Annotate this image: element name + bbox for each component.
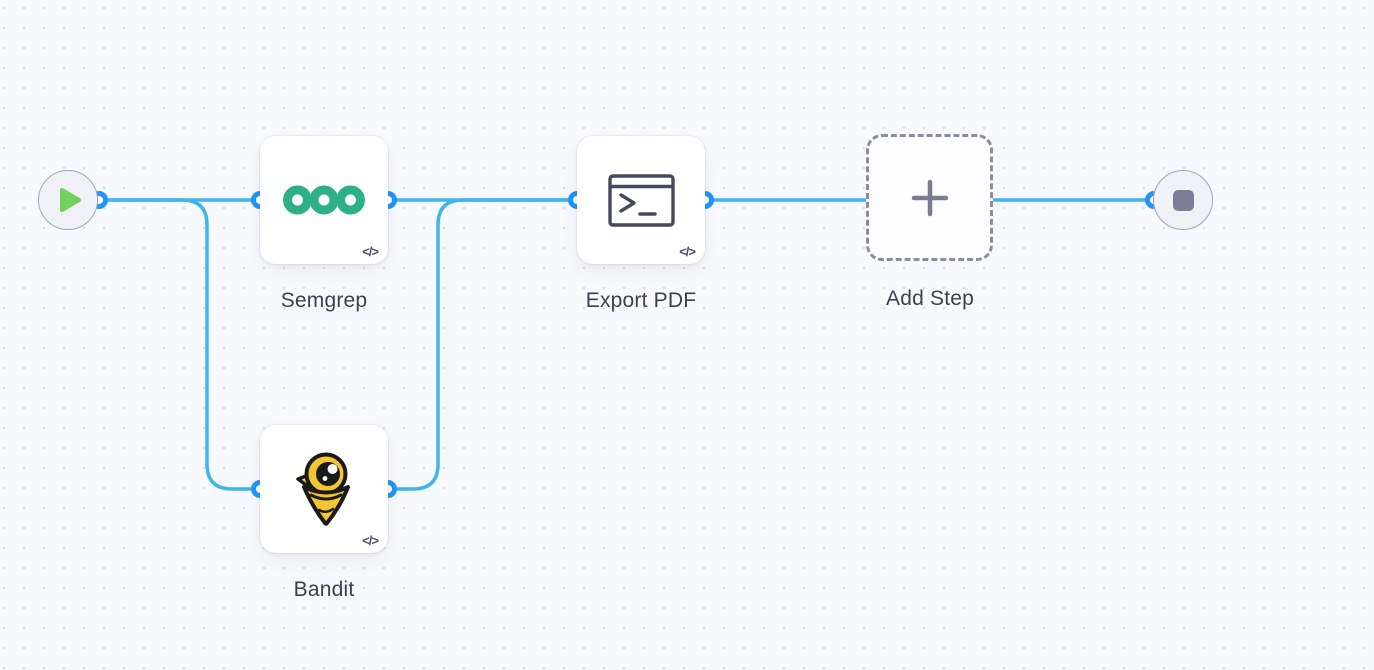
node-label-semgrep: Semgrep [280, 289, 368, 312]
end-node[interactable] [1153, 170, 1213, 230]
edge-bandit-export-pdf[interactable] [386, 198, 579, 491]
bandit-logo-icon [296, 452, 350, 526]
node-label-export-pdf: Export PDF [585, 289, 697, 312]
plus-icon [911, 179, 948, 216]
start-node[interactable] [38, 170, 98, 230]
code-step-badge: </> [679, 244, 696, 259]
node-label-bandit: Bandit [293, 578, 355, 601]
play-icon [60, 188, 81, 212]
add-step-button[interactable] [866, 134, 993, 261]
node-label-add-step: Add Step [886, 287, 974, 310]
node-bandit[interactable]: </> [260, 425, 388, 553]
stop-icon [1172, 189, 1194, 211]
semgrep-logo-icon [283, 185, 365, 215]
terminal-icon [607, 173, 675, 227]
edge-start-bandit[interactable] [97, 198, 262, 491]
node-semgrep[interactable]: </> [260, 136, 388, 264]
node-export-pdf[interactable]: </> [577, 136, 705, 264]
code-step-badge: </> [362, 533, 379, 548]
code-step-badge: </> [362, 244, 379, 259]
